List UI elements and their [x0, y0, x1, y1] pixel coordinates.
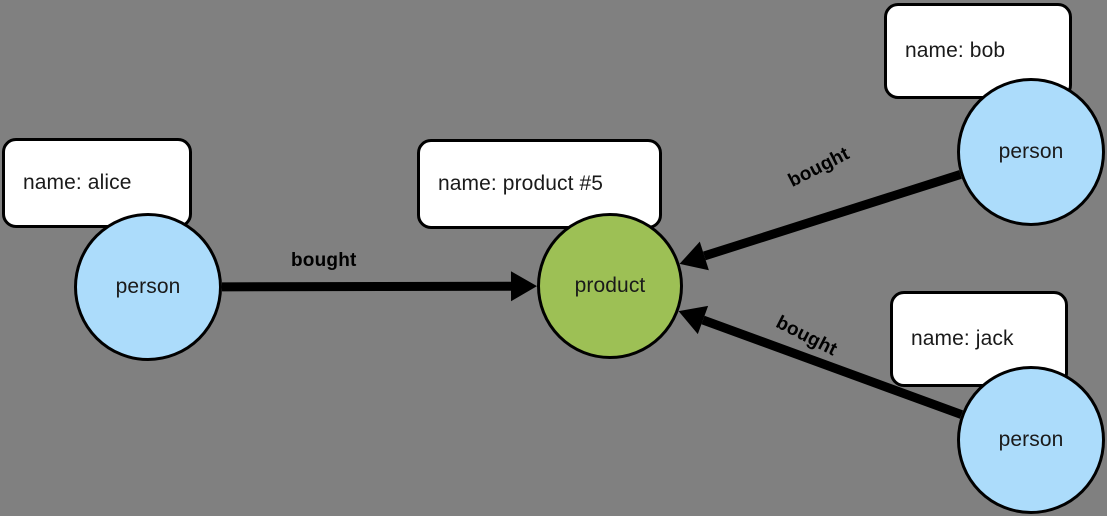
edge-line-alice-bought-product	[221, 281, 512, 292]
node-jack[interactable]: person	[957, 366, 1105, 514]
node-product[interactable]: product	[537, 213, 683, 359]
node-alice[interactable]: person	[74, 213, 222, 361]
edge-arrowhead-bob-bought-product	[679, 241, 709, 271]
node-alice-label: person	[115, 275, 181, 298]
node-bob-label: person	[998, 140, 1064, 163]
edge-label-alice-bought: bought	[291, 250, 357, 271]
property-box-bob-text: name: bob	[905, 39, 1006, 62]
edge-line-jack-bought-product	[701, 315, 964, 419]
edge-line-bob-bought-product	[702, 170, 962, 261]
node-product-label: product	[574, 274, 646, 297]
edge-arrowhead-jack-bought-product	[678, 305, 709, 335]
node-jack-label: person	[998, 428, 1064, 451]
property-box-product-text: name: product #5	[438, 172, 604, 195]
property-box-alice-text: name: alice	[23, 171, 132, 194]
property-box-jack-text: name: jack	[911, 327, 1014, 350]
edge-arrowhead-alice-bought-product	[510, 271, 538, 302]
property-box-alice[interactable]: name: alice	[2, 138, 192, 228]
node-bob[interactable]: person	[957, 78, 1105, 226]
